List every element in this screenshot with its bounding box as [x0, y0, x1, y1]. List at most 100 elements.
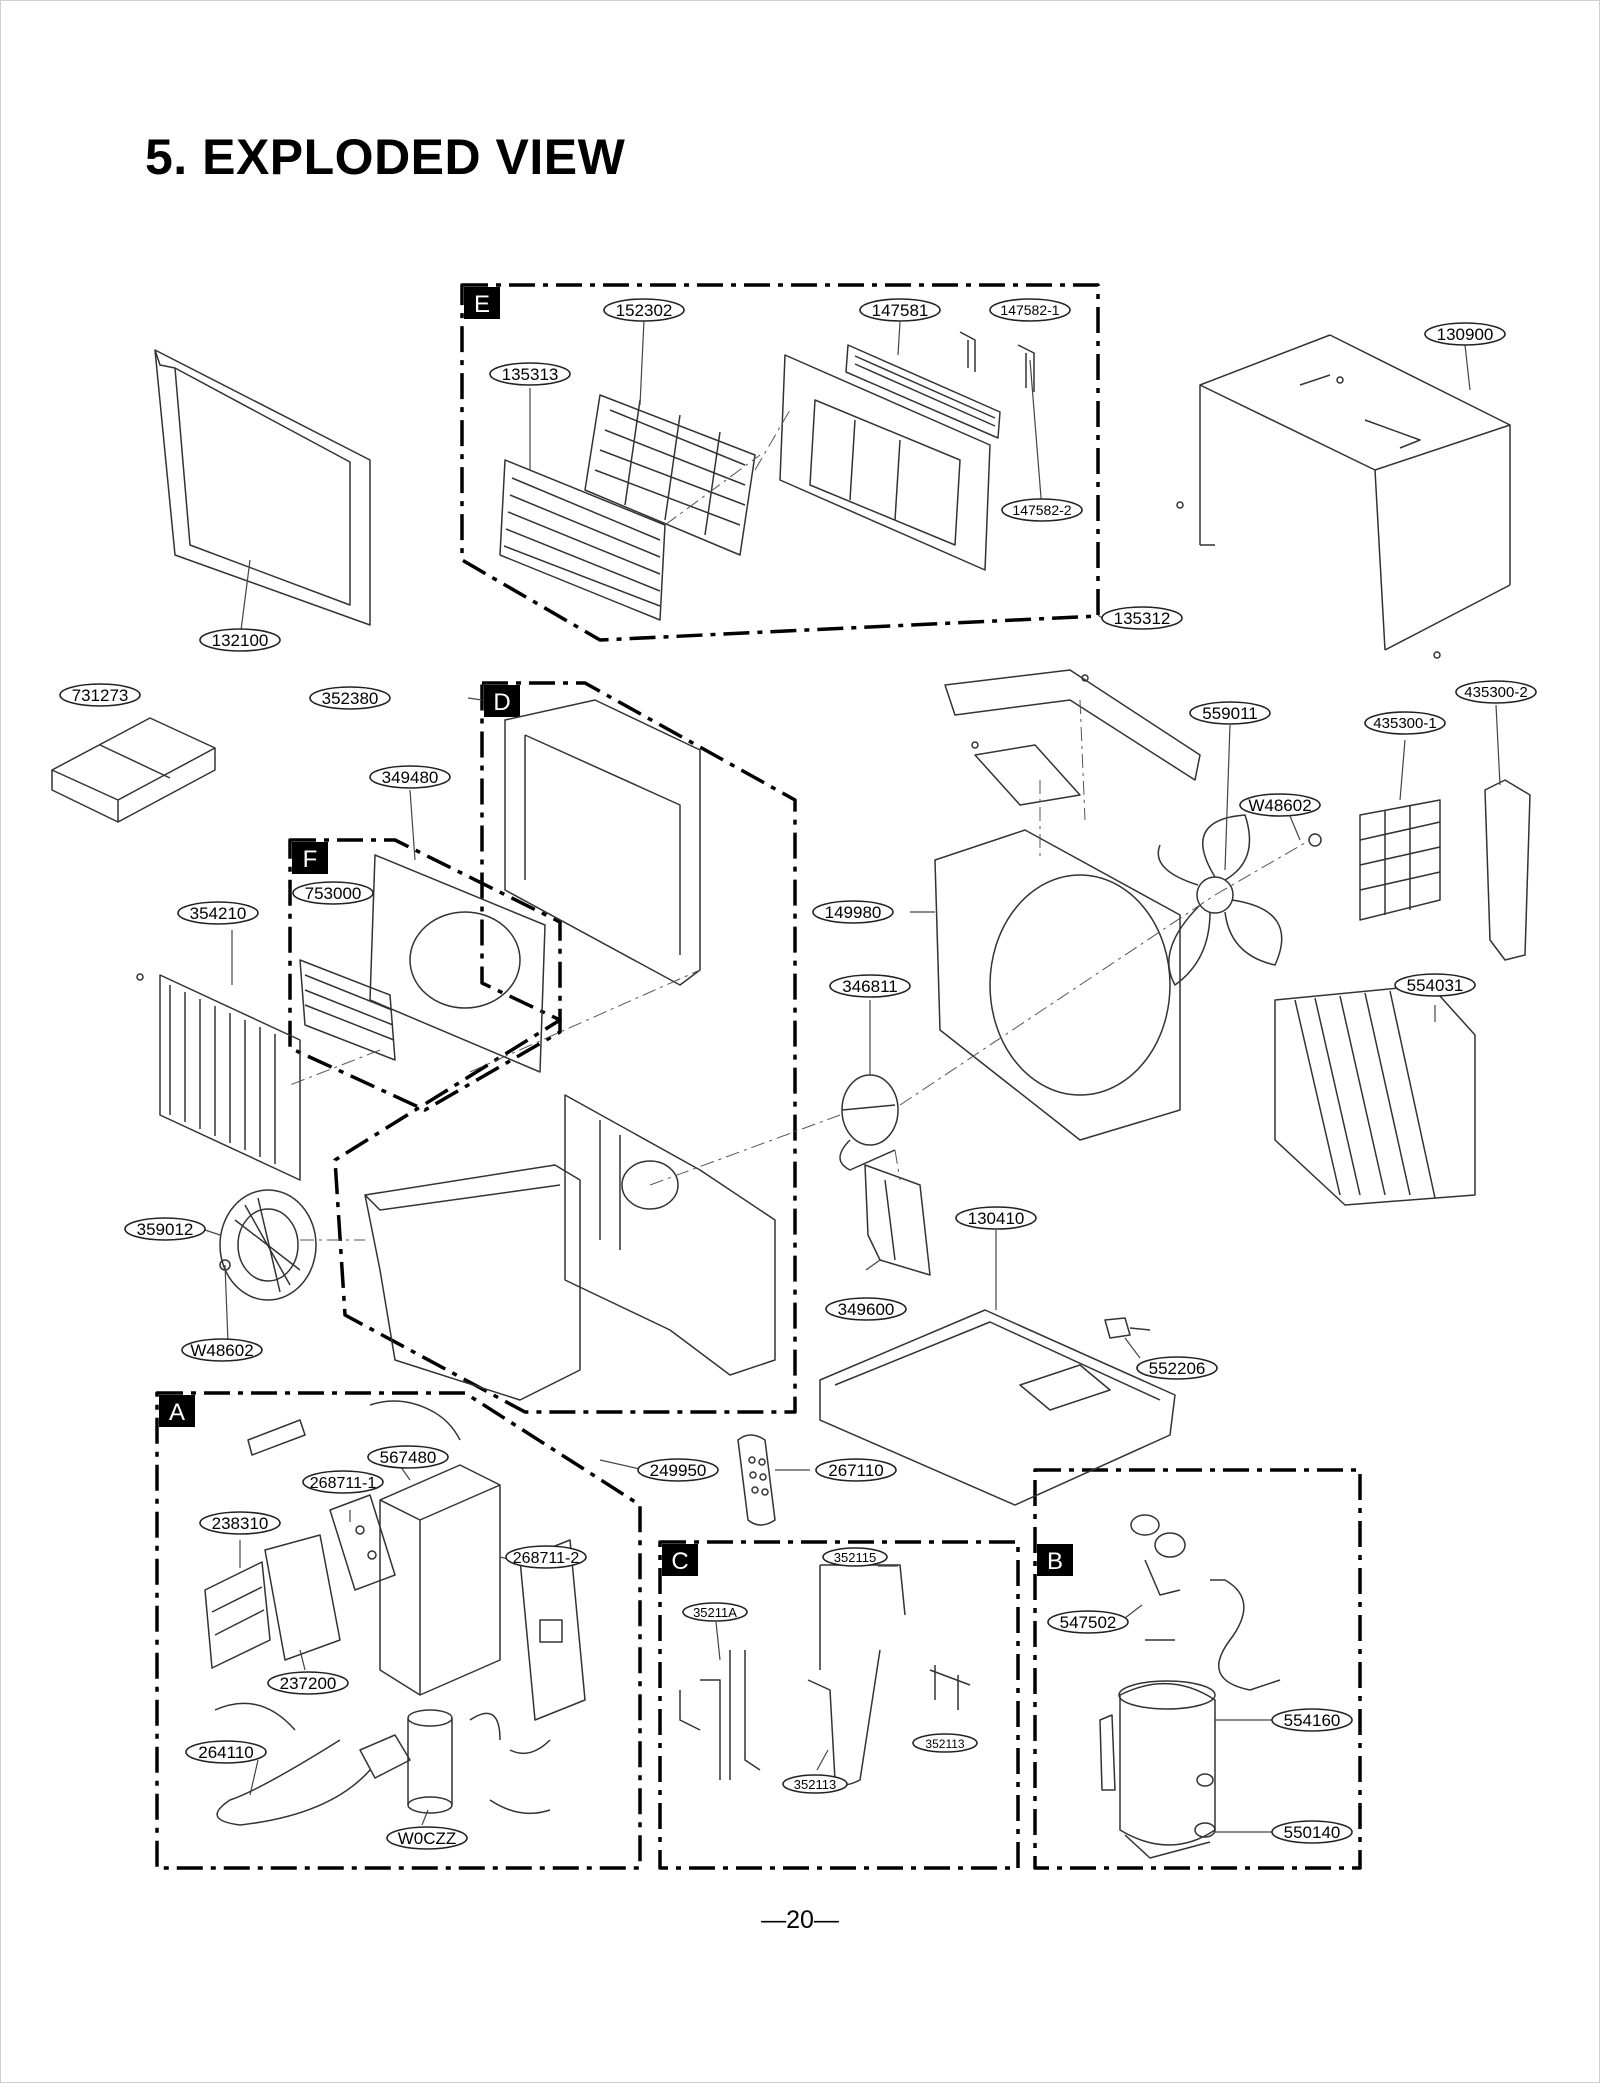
svg-text:352115: 352115	[834, 1550, 876, 1565]
callout-435300-1: 435300-1	[1364, 711, 1446, 735]
svg-text:130410: 130410	[968, 1209, 1025, 1228]
callout-130900: 130900	[1424, 322, 1506, 346]
callout-346811: 346811	[829, 974, 911, 998]
power-cord-264110	[216, 1734, 411, 1826]
front-panel-frame	[779, 354, 991, 571]
package-box-731273	[51, 717, 216, 823]
callout-731273: 731273	[59, 683, 141, 707]
compressor-554160	[1099, 1680, 1216, 1859]
grommet-550140	[1194, 1773, 1216, 1838]
svg-text:349600: 349600	[838, 1300, 895, 1319]
callout-359012: 359012	[124, 1217, 206, 1241]
callout-238310: 238310	[199, 1511, 281, 1535]
group-f-tag: F	[292, 842, 328, 874]
svg-text:A: A	[169, 1399, 185, 1426]
fan-motor-346811	[839, 1074, 899, 1171]
heater-753000	[299, 959, 396, 1061]
tube-352113-a	[807, 1649, 881, 1786]
callout-149980: 149980	[812, 900, 894, 924]
svg-text:354210: 354210	[190, 904, 247, 923]
svg-text:352113: 352113	[794, 1777, 836, 1792]
display-238310	[204, 1561, 271, 1669]
control-box-249950	[379, 1464, 501, 1696]
thermistor-552206	[1104, 1317, 1151, 1339]
air-guide-base	[504, 699, 701, 986]
svg-text:435300-2: 435300-2	[1464, 684, 1527, 701]
group-d-frame	[333, 681, 797, 1414]
callout-264110: 264110	[185, 1740, 267, 1764]
callout-147582-2: 147582-2	[1001, 498, 1083, 522]
leader-lines	[201, 319, 1501, 1833]
wiring-b	[1210, 1579, 1281, 1691]
barrier-panel	[564, 1094, 776, 1376]
shroud-149980	[934, 829, 1181, 1141]
louver-147581	[845, 344, 1001, 439]
callout-554160: 554160	[1271, 1708, 1353, 1732]
svg-text:E: E	[474, 291, 490, 318]
group-e-frame	[460, 283, 1100, 642]
group-a-frame	[155, 1391, 642, 1870]
louver-clip-147582-2	[1017, 344, 1035, 392]
side-panel-435300-2	[1484, 779, 1531, 961]
svg-text:149980: 149980	[825, 903, 882, 922]
callout-352115: 352115	[822, 1547, 888, 1567]
svg-text:554160: 554160	[1284, 1711, 1341, 1730]
group-d-tag: D	[484, 685, 520, 717]
callout-w48602-fan: W48602	[1239, 793, 1321, 817]
group-e-tag: E	[464, 287, 500, 319]
front-grille-135313	[499, 459, 666, 621]
callout-35211a: 35211A	[682, 1602, 748, 1622]
svg-text:238310: 238310	[212, 1514, 269, 1533]
alignment-lines	[289, 409, 1311, 1241]
svg-text:753000: 753000	[305, 884, 362, 903]
group-frames	[155, 283, 1362, 1870]
svg-text:550140: 550140	[1284, 1823, 1341, 1842]
svg-text:435300-1: 435300-1	[1373, 715, 1436, 732]
display-case-237200	[264, 1534, 341, 1661]
cabinet-130900	[1199, 334, 1511, 651]
callout-349480: 349480	[369, 765, 451, 789]
callout-352113-right: 352113	[912, 1733, 978, 1753]
callout-267110: 267110	[815, 1458, 897, 1482]
callout-554031: 554031	[1394, 973, 1476, 997]
group-f-frame	[288, 838, 562, 1112]
top-cover	[944, 669, 1201, 806]
svg-text:249950: 249950	[650, 1461, 707, 1480]
callout-268711-1: 268711-1	[302, 1470, 384, 1494]
svg-text:264110: 264110	[198, 1743, 253, 1762]
evaporator-354210	[159, 974, 301, 1181]
base-pan-130410	[819, 1309, 1176, 1506]
group-tags: E D F A C B	[159, 287, 1073, 1576]
svg-text:147581: 147581	[872, 301, 929, 320]
scroll-housing	[364, 1164, 581, 1401]
svg-text:C: C	[671, 1548, 688, 1575]
svg-text:731273: 731273	[72, 686, 129, 705]
screws	[136, 376, 1441, 1271]
tube-352113-b	[929, 1665, 971, 1710]
svg-text:152302: 152302	[616, 301, 673, 320]
wire-harness-567480	[369, 1400, 461, 1441]
callout-552206: 552206	[1136, 1356, 1218, 1380]
callout-147582-1: 147582-1	[989, 298, 1071, 322]
callout-354210: 354210	[177, 901, 259, 925]
callout-349600: 349600	[825, 1297, 907, 1321]
callout-135313: 135313	[489, 362, 571, 386]
callout-559011: 559011	[1189, 701, 1271, 725]
svg-text:35211A: 35211A	[693, 1605, 737, 1620]
capacitor-w0czz	[407, 1709, 453, 1814]
page-number: —20—	[761, 1906, 839, 1934]
group-a-tag: A	[159, 1395, 195, 1427]
svg-text:359012: 359012	[137, 1220, 194, 1239]
blower-wheel-359012	[219, 1189, 317, 1301]
tube-352115	[819, 1564, 906, 1670]
callout-132100: 132100	[199, 628, 281, 652]
ribbon-cable	[247, 1419, 306, 1456]
air-filter-152302	[584, 394, 756, 556]
orifice-plate-349480	[369, 854, 546, 1073]
svg-text:132100: 132100	[212, 631, 269, 650]
callout-w0czz: W0CZZ	[386, 1826, 468, 1850]
overload-547502	[1130, 1514, 1186, 1641]
svg-text:554031: 554031	[1407, 976, 1464, 995]
svg-text:547502: 547502	[1060, 1613, 1117, 1632]
